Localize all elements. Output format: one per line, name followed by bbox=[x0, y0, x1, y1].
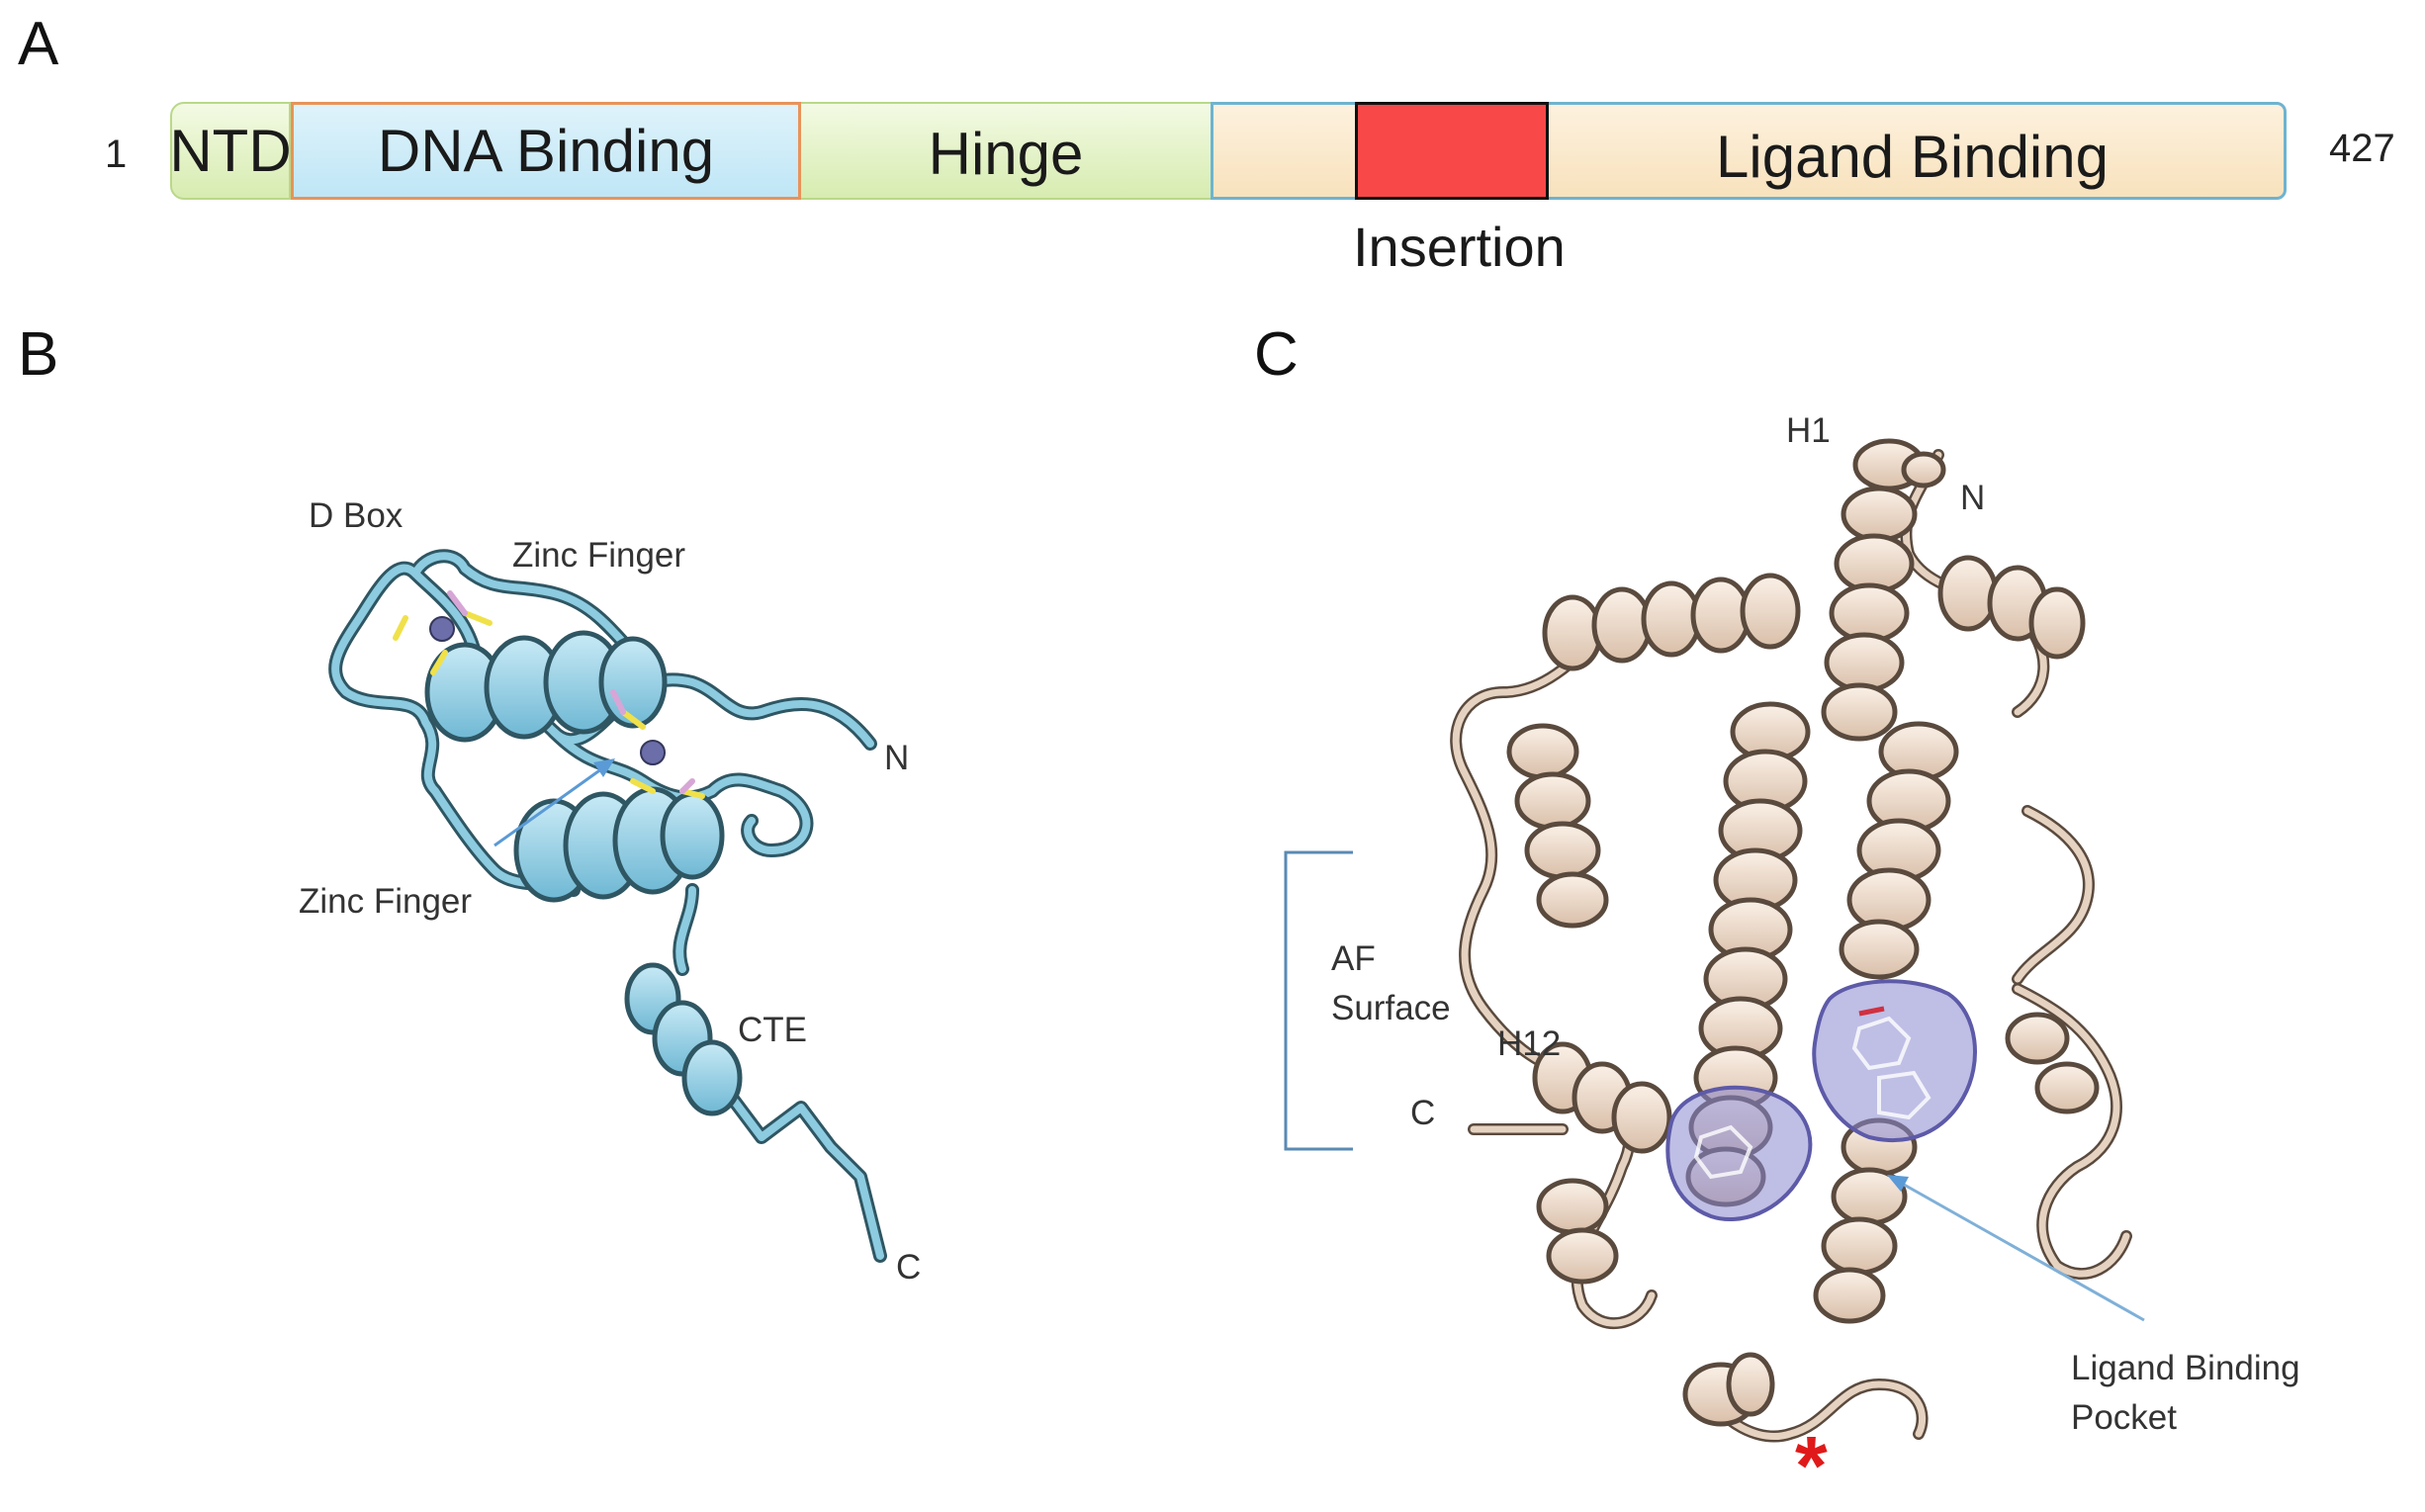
insertion-block bbox=[1355, 102, 1549, 200]
cte-label: CTE bbox=[738, 1011, 807, 1049]
ligand-pocket-label-line1: Ligand Binding bbox=[2071, 1349, 2300, 1387]
af-surface-bracket bbox=[1284, 850, 1353, 1151]
h1-label: H1 bbox=[1786, 411, 1831, 450]
domain-end-number: 427 bbox=[2329, 127, 2395, 170]
dna-binding-segment: DNA Binding bbox=[291, 102, 801, 200]
zinc-finger-top-label: Zinc Finger bbox=[512, 536, 686, 575]
zinc-ions bbox=[429, 616, 666, 765]
d-box-label: D Box bbox=[309, 496, 404, 535]
hinge-label: Hinge bbox=[928, 121, 1084, 187]
dbd-helix-upper bbox=[424, 630, 668, 743]
lbd-n-terminus-label: N bbox=[1960, 479, 1986, 517]
ntd-label: NTD bbox=[169, 118, 292, 184]
ligand-binding-label: Ligand Binding bbox=[1716, 124, 2110, 190]
dbd-helix-lower bbox=[513, 786, 725, 903]
domain-start-number: 1 bbox=[105, 133, 128, 176]
ligand-pocket-arrow bbox=[1887, 1175, 2145, 1322]
cysteine-sticks bbox=[393, 590, 705, 799]
dbd-n-terminus-label: N bbox=[884, 739, 910, 777]
af-label-line2: Surface bbox=[1331, 989, 1451, 1027]
zinc-finger-bottom-label: Zinc Finger bbox=[299, 882, 473, 921]
lbd-c-terminus-label: C bbox=[1410, 1094, 1436, 1132]
ntd-segment: NTD bbox=[169, 102, 292, 200]
dna-binding-label: DNA Binding bbox=[377, 118, 715, 184]
zinc-finger-arrow bbox=[494, 758, 615, 847]
panel-a-label: A bbox=[18, 10, 59, 78]
dbd-helix-cte bbox=[624, 962, 743, 1116]
panel-c-label: C bbox=[1254, 320, 1299, 389]
af-label-line1: AF bbox=[1331, 939, 1376, 978]
insertion-label: Insertion bbox=[1353, 216, 1566, 278]
panel-b-label: B bbox=[18, 320, 59, 389]
h12-label: H12 bbox=[1497, 1024, 1562, 1063]
hinge-segment: Hinge bbox=[801, 102, 1211, 200]
asterisk-marker: * bbox=[1795, 1419, 1828, 1512]
ligand-surface bbox=[1665, 979, 1977, 1222]
lbd-helices bbox=[1506, 438, 2100, 1427]
ligand-pocket-label-line2: Pocket bbox=[2071, 1398, 2177, 1437]
dbd-c-terminus-label: C bbox=[896, 1248, 922, 1287]
